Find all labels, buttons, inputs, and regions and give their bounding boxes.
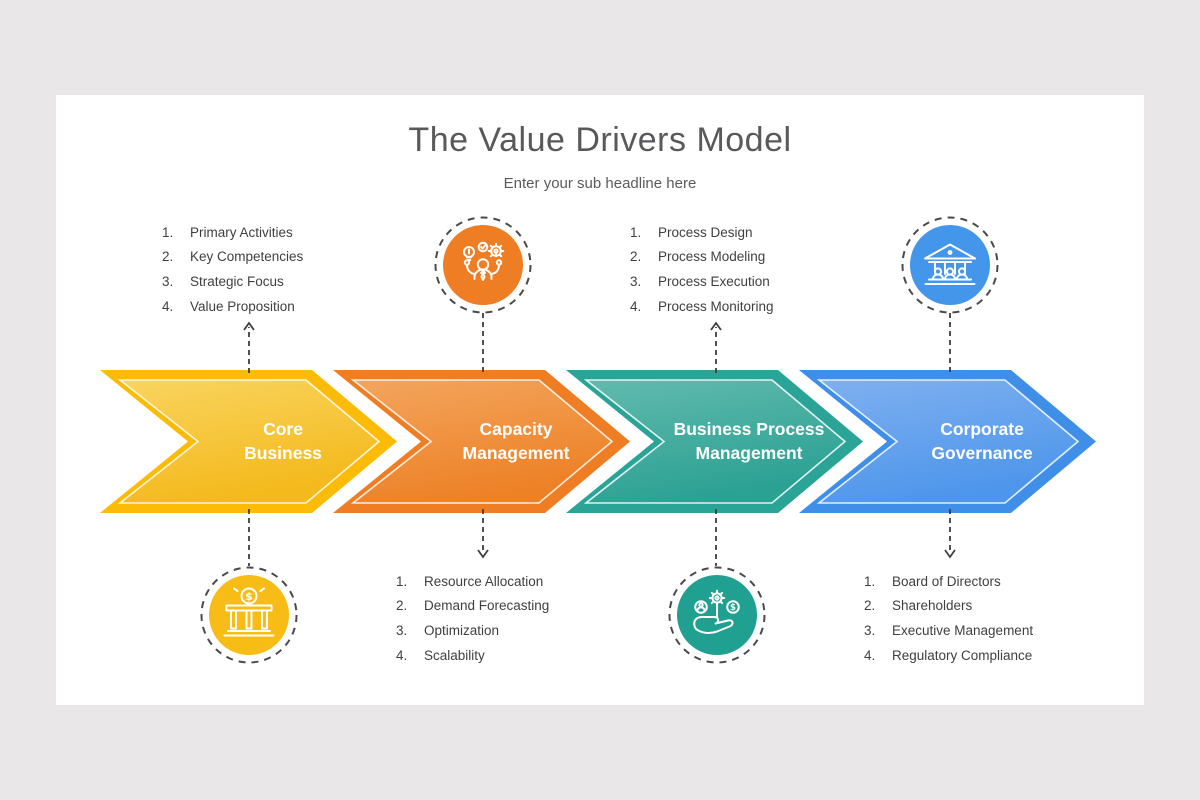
svg-text:$: $ [245,590,253,603]
person-ideas-icon [463,241,505,281]
list-item: 4. Scalability [396,643,549,668]
governance-icon-node [901,216,999,314]
chevron-capacity-management [314,363,641,520]
slide-card: The Value Drivers Model Enter your sub h… [56,95,1144,705]
list-item-text: Primary Activities [190,224,293,240]
dashed-ring [901,216,999,314]
list-item-text: Process Design [658,224,753,240]
bank-dollar-icon: $ [223,587,275,637]
arrow-up-icon [243,321,255,331]
capacity-icon-node [434,216,532,314]
list-item-number: 2. [630,249,642,265]
business-process-icon-node: $ [668,566,766,664]
list-item: 4. Process Monitoring [630,294,774,319]
list-item-number: 3. [864,622,876,638]
list-item: 2. Key Competencies [162,245,303,270]
list-item: 1. Primary Activities [162,220,303,245]
list-item: 1. Board of Directors [864,569,1033,594]
list-item: 1. Resource Allocation [396,569,549,594]
business-process-list: 1. Process Design 2. Process Modeling 3.… [630,220,774,318]
chevron-core-business [81,363,408,520]
list-item-number: 4. [630,298,642,314]
list-item-text: Resource Allocation [424,573,544,589]
list-item-text: Process Execution [658,273,770,289]
capacity-management-list: 1. Resource Allocation 2. Demand Forecas… [396,569,549,667]
arrow-down-icon [477,549,489,559]
list-item: 2. Demand Forecasting [396,594,549,619]
chevron-label-capacity-management: Capacity Management [462,419,570,463]
list-item-number: 2. [864,598,876,614]
arrow-up-icon [710,321,722,331]
list-item-number: 4. [864,647,876,663]
list-item-text: Scalability [424,647,485,663]
list-item-number: 1. [864,573,876,589]
list-item-text: Value Proposition [190,298,295,314]
list-item-text: Regulatory Compliance [892,647,1033,663]
chevron-label-business-process-management: Business Process Management [673,419,825,463]
bank-people-icon [924,243,976,285]
list-item-text: Process Modeling [658,249,766,265]
list-item: 3. Optimization [396,618,549,643]
dashed-ring [200,566,298,664]
growth-hand-icon: $ [693,589,740,634]
list-item-text: Shareholders [892,598,973,614]
list-item-number: 1. [630,224,642,240]
list-item: 3. Process Execution [630,269,774,294]
list-item: 2. Shareholders [864,594,1033,619]
page-title: The Value Drivers Model [408,121,792,159]
core-business-list: 1. Primary Activities 2. Key Competencie… [162,220,303,318]
list-item-text: Strategic Focus [190,273,284,289]
list-item: 1. Process Design [630,220,774,245]
list-item-number: 3. [162,273,174,289]
list-item: 2. Process Modeling [630,245,774,270]
chevron-corporate-governance [780,363,1107,520]
list-item-number: 2. [396,598,408,614]
svg-text:$: $ [730,603,736,613]
list-item-number: 1. [396,573,408,589]
list-item: 4. Regulatory Compliance [864,643,1033,668]
list-item-number: 3. [630,273,642,289]
list-item-text: Executive Management [892,622,1034,638]
list-item-number: 4. [162,298,174,314]
chevron-label-corporate-governance: Corporate Governance [931,419,1033,463]
list-item-number: 3. [396,622,408,638]
dashed-ring [668,566,766,664]
list-item-text: Key Competencies [190,249,304,265]
arrow-down-icon [944,549,956,559]
chevron-label-core-business: Core Business [244,419,322,463]
chevron-business-process-management [547,363,874,520]
core-business-icon-node: $ [200,566,298,664]
list-item-text: Optimization [424,622,500,638]
list-item: 3. Strategic Focus [162,269,303,294]
dashed-ring [434,216,532,314]
list-item-text: Process Monitoring [658,298,774,314]
corporate-governance-list: 1. Board of Directors 2. Shareholders 3.… [864,569,1033,667]
list-item-number: 1. [162,224,174,240]
list-item-text: Demand Forecasting [424,598,550,614]
list-item: 3. Executive Management [864,618,1033,643]
list-item-text: Board of Directors [892,573,1001,589]
list-item-number: 4. [396,647,408,663]
list-item: 4. Value Proposition [162,294,303,319]
list-item-number: 2. [162,249,174,265]
page-subtitle: Enter your sub headline here [503,175,697,192]
